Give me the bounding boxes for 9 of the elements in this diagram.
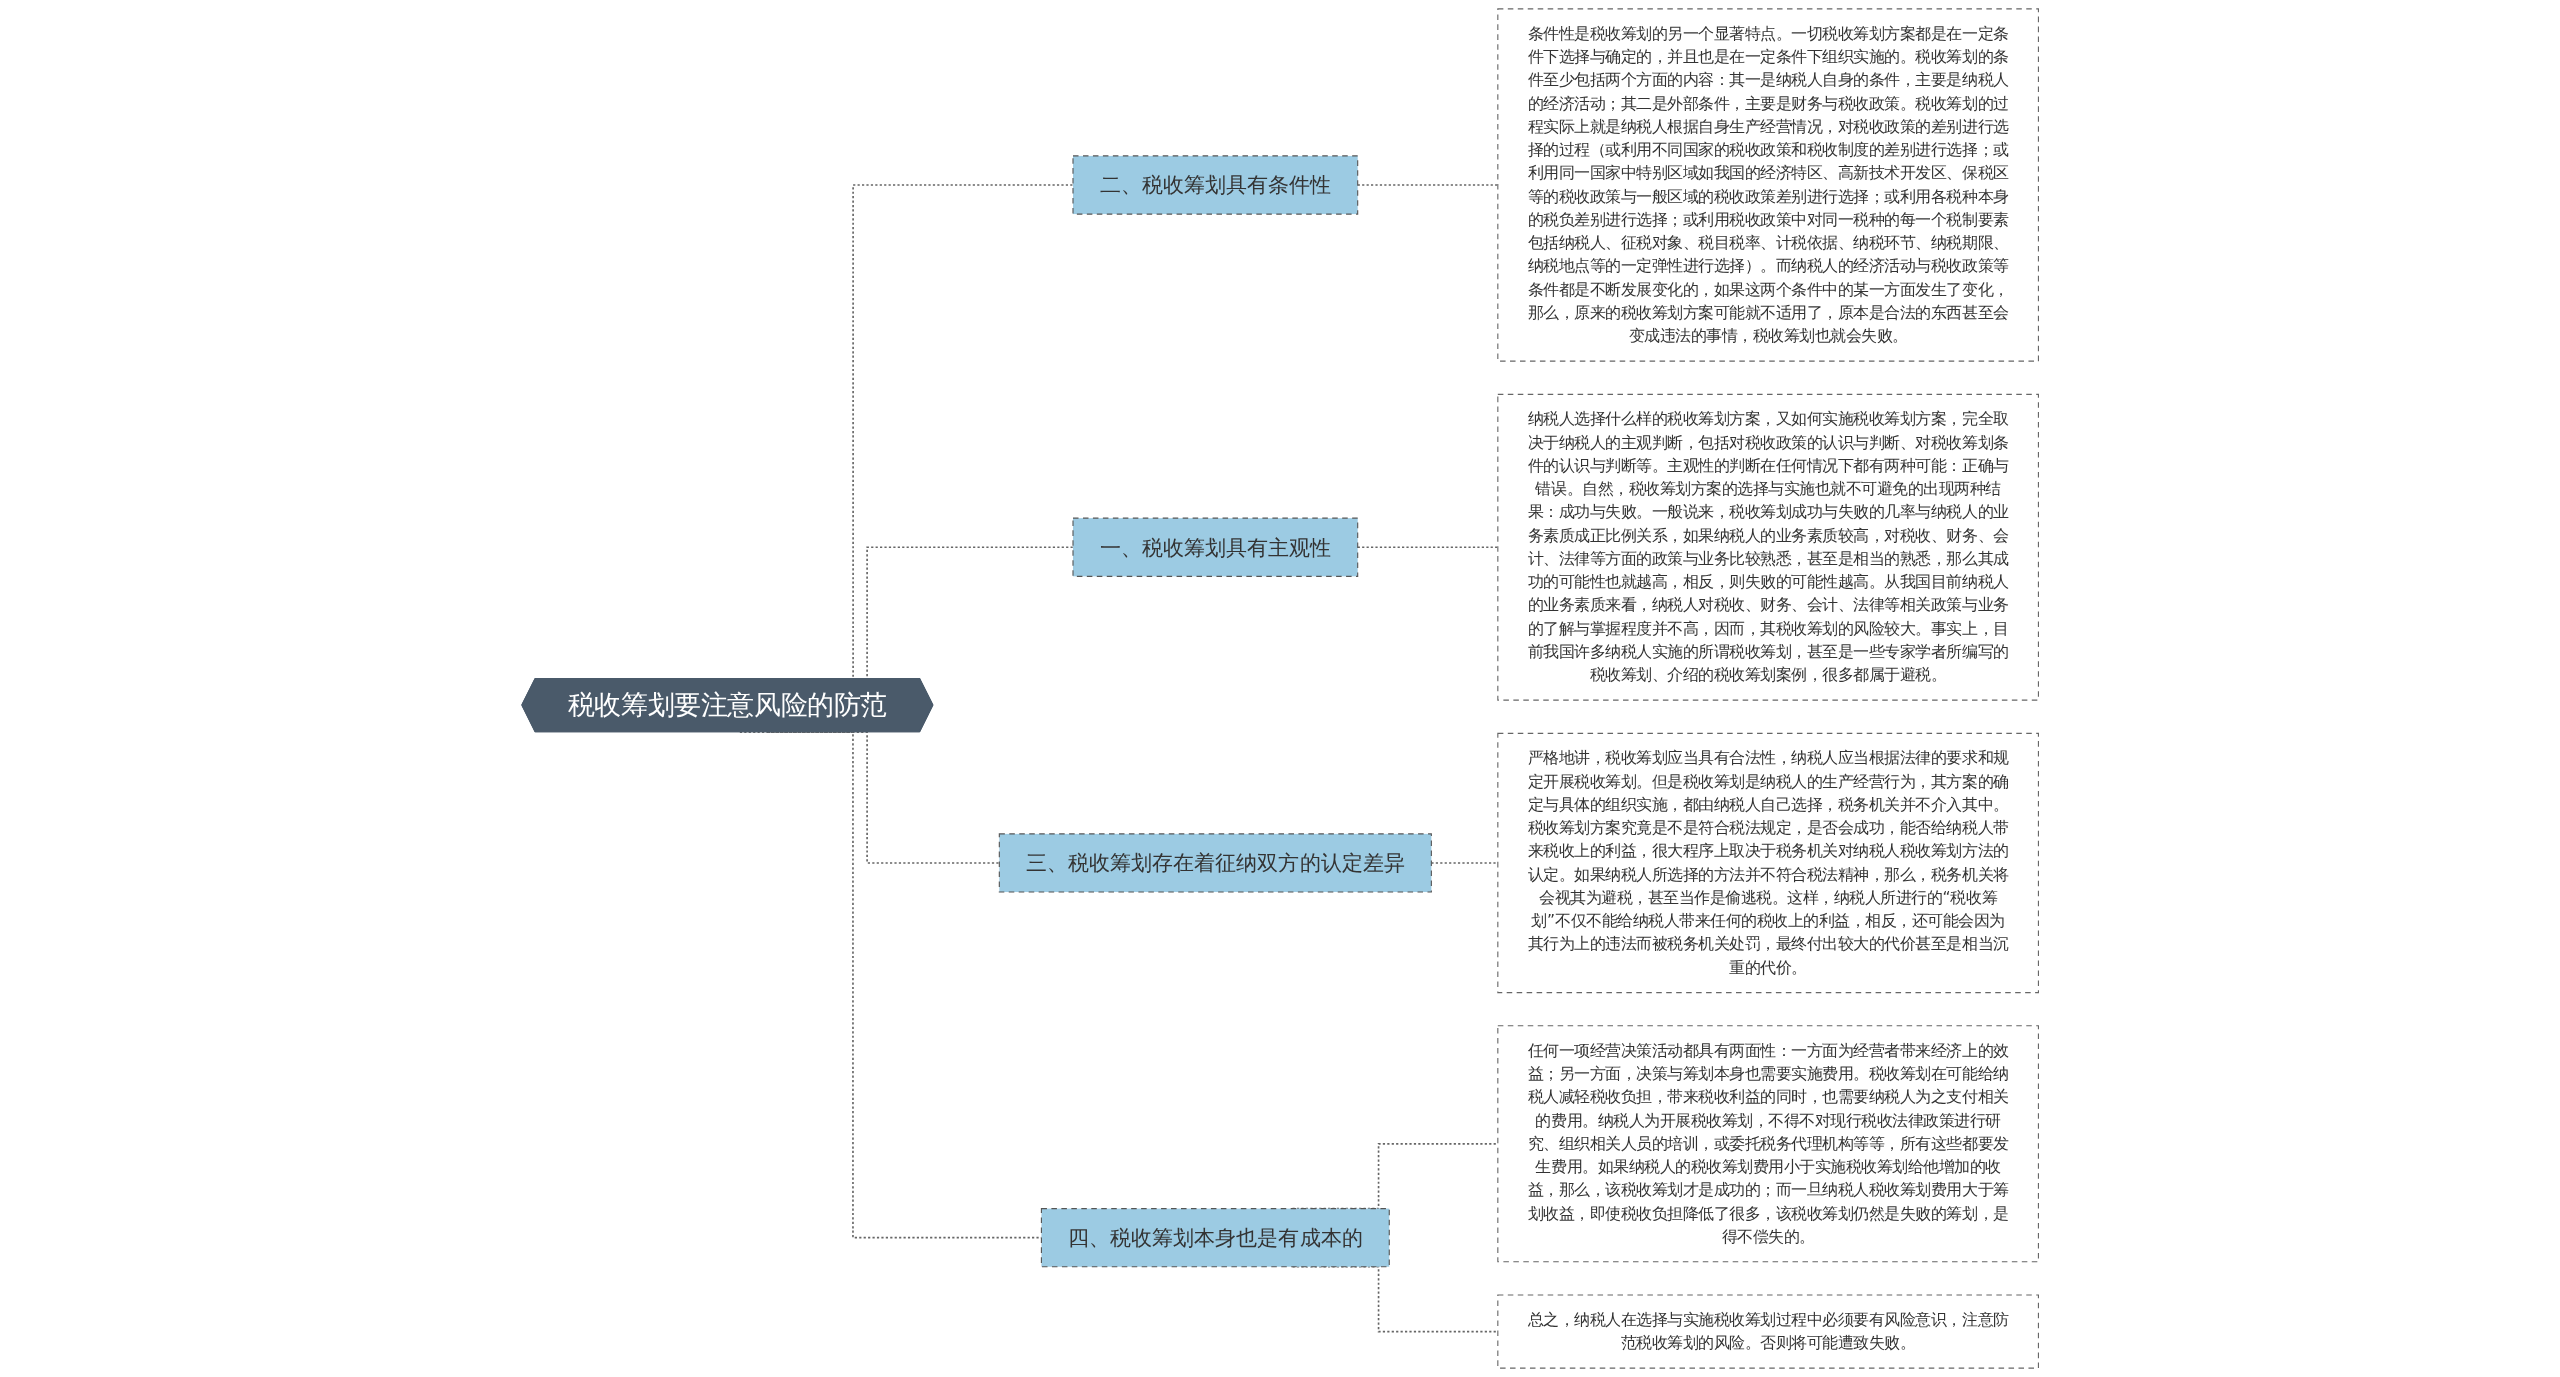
node-box: 二、税收筹划具有条件性 [1072, 155, 1359, 215]
node-box: 三、税收筹划存在着征纳双方的认定差异 [998, 833, 1432, 893]
node-box: 纳税人选择什么样的税收筹划方案，又如何实施税收筹划方案，完全取决于纳税人的主观判断，包括对税收政策的认识与判断、对税收筹划条件的认识与判断等。主观性的判断在任何情况下都有两种可能：正确与错误。自然，税收筹划方案的选择与实施也就不可避免的出现两种结果：成功与失败。一般说来，税收筹划成功与失败的几率与纳税人的业务素质成正比例关系，如果纳税人的业务素质较高，对税收、财务、会计、法律等方面的政策与业务比较熟悉，甚至是相当的熟悉，那么其成功的可能性也就越高，相反，则失败的可能性越高。从我国目前纳税人的业务素质来看，纳税人对税收、财务、会计、法律等相关政策与业务的了解与掌握程度并不高，因而，其税收筹划的风险较大。事实上，目前我国许多纳税人实施的所谓税收筹划，甚至是一些专家学者所编写的税收筹划、介绍的税收筹划案例，很多都属于避税。 [1497, 393, 2039, 701]
node-box: 条件性是税收筹划的另一个显著特点。一切税收筹划方案都是在一定条件下选择与确定的，并且也是在一定条件下组织实施的。税收筹划的条件至少包括两个方面的内容：其一是纳税人自身的条件，主要是纳税人的经济活动；其二是外部条件，主要是财务与税收政策。税收筹划的过程实际上就是纳税人根据自身生产经营情况，对税收政策的差别进行选择的过程（或利用不同国家的税收政策和税收制度的差别进行选择；或利用同一国家中特别区域如我国的经济特区、高新技术开发区、保税区等的税收政策与一般区域的税收政策差别进行选择；或利用各税种本身的税负差别进行选择；或利用税收政策中对同一税种的每一个税制要素包括纳税人、征税对象、税目税率、计税依据、纳税环节、纳税期限、纳税地点等的一定弹性进行选择）。而纳税人的经济活动与税收政策等条件都是不断发展变化的，如果这两个条件中的某一方面发生了变化，那么，原来的税收筹划方案可能就不适用了，原本是合法的东西甚至会变成违法的事情，税收筹划也就会失败。 [1497, 8, 2039, 362]
node-box: 一、税收筹划具有主观性 [1072, 517, 1359, 577]
node-box: 严格地讲，税收筹划应当具有合法性，纳税人应当根据法律的要求和规定开展税收筹划。但是税收筹划是纳税人的生产经营行为，其方案的确定与具体的组织实施，都由纳税人自己选择，税务机关并不介入其中。税收筹划方案究竟是不是符合税法规定，是否会成功，能否给纳税人带来税收上的利益，很大程序上取决于税务机关对纳税人税收筹划方法的认定。如果纳税人所选择的方法并不符合税法精神，那么，税务机关将会视其为避税，甚至当作是偷逃税。这样，纳税人所进行的“税收筹划”不仅不能给纳税人带来任何的税收上的利益，相反，还可能会因为其行为上的违法而被税务机关处罚，最终付出较大的代价甚至是相当沉重的代价。 [1497, 732, 2039, 994]
node-box: 四、税收筹划本身也是有成本的 [1040, 1208, 1390, 1268]
node-box: 任何一项经营决策活动都具有两面性：一方面为经营者带来经济上的效益；另一方面，决策与筹划本身也需要实施费用。税收筹划在可能给纳税人减轻税收负担，带来税收利益的同时，也需要纳税人为之支付相关的费用。纳税人为开展税收筹划，不得不对现行税收法律政策进行研究、组织相关人员的培训，或委托税务代理机构等等，所有这些都要发生费用。如果纳税人的税收筹划费用小于实施税收筹划给他增加的收益，那么，该税收筹划才是成功的；而一旦纳税人税收筹划费用大于筹划收益，即使税收负担降低了很多，该税收筹划仍然是失败的筹划，是得不偿失的。 [1497, 1025, 2039, 1263]
node-box: 总之，纳税人在选择与实施税收筹划过程中必须要有风险意识，注意防范税收筹划的风险。否则将可能遭致失败。 [1497, 1294, 2039, 1369]
